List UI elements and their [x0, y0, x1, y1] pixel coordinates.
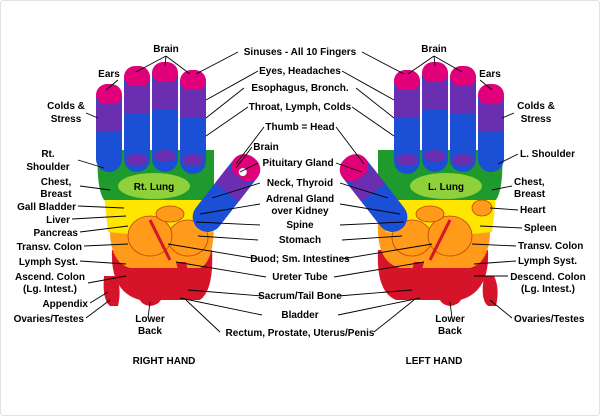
label-adrenal-1: Adrenal Gland: [266, 194, 334, 205]
lh-label-lower-back-2: Back: [438, 326, 462, 337]
rh-label-lower-back-1: Lower: [135, 314, 165, 325]
rh-label-lower-back-2: Back: [138, 326, 162, 337]
lh-label-chest-1: Chest,: [514, 177, 545, 188]
rh-label-colds-2: Stress: [51, 114, 82, 125]
lh-l-lung-label: L. Lung: [428, 182, 464, 193]
rh-intestine: [127, 215, 173, 257]
lh-l-lung: [410, 173, 482, 199]
rh-label-ovaries: Ovaries/Testes: [14, 314, 85, 325]
label-eyes: Eyes, Headaches: [259, 66, 341, 77]
rh-lower-back: [139, 288, 162, 306]
rh-label-shoulder-1: Rt.: [41, 149, 55, 160]
right-hand-labels: Brain Ears Colds & Stress Rt. Shoulder C…: [14, 44, 196, 367]
label-pituitary: Pituitary Gland: [262, 158, 333, 169]
lh-label-heart: Heart: [520, 205, 546, 216]
lh-intestine: [427, 215, 473, 257]
rh-label-chest-1: Chest,: [41, 177, 72, 188]
lh-label-colds-2: Stress: [521, 114, 552, 125]
lh-label-transv-colon: Transv. Colon: [518, 241, 583, 252]
rh-label-ascend-2: (Lg. Intest.): [23, 284, 77, 295]
left-hand-labels: Brain Ears Colds & Stress L. Shoulder Ch…: [406, 44, 586, 367]
rh-ureter: [148, 219, 172, 261]
label-neck: Neck, Thyroid: [267, 178, 333, 189]
right-hand-caption: RIGHT HAND: [133, 356, 196, 367]
rh-label-liver: Liver: [46, 215, 70, 226]
label-esophagus: Esophagus, Bronch.: [251, 83, 348, 94]
rh-appendix: [103, 276, 120, 306]
rh-label-ears: Ears: [98, 69, 120, 80]
label-spine: Spine: [286, 220, 314, 231]
rh-label-appendix: Appendix: [42, 299, 88, 310]
rh-rt-lung-label: Rt. Lung: [134, 182, 175, 193]
lh-label-lower-back-1: Lower: [435, 314, 465, 325]
lh-ureter: [428, 219, 452, 261]
lh-ovaries: [482, 276, 498, 306]
lh-label-chest-2: Breast: [514, 189, 546, 200]
label-brain-center: Brain: [253, 142, 279, 153]
label-rectum: Rectum, Prostate, Uterus/Penis: [226, 328, 375, 339]
rh-label-gall-bladder: Gall Bladder: [17, 202, 76, 213]
lh-label-ovaries: Ovaries/Testes: [514, 314, 585, 325]
rh-label-brain: Brain: [153, 44, 179, 55]
rh-label-pancreas: Pancreas: [34, 228, 79, 239]
label-duod: Duod; Sm. Intestines: [250, 254, 350, 265]
rh-label-chest-2: Breast: [40, 189, 72, 200]
label-thumb: Thumb = Head: [265, 122, 334, 133]
label-throat: Throat, Lymph, Colds: [249, 102, 352, 113]
right-hand: Rt. Lung: [96, 62, 261, 306]
leader-lines: [71, 51, 523, 333]
label-sinuses: Sinuses - All 10 Fingers: [244, 47, 357, 58]
left-hand-caption: LEFT HAND: [406, 356, 463, 367]
lh-label-ears: Ears: [479, 69, 501, 80]
lh-label-descend-2: (Lg. Intest.): [521, 284, 575, 295]
lh-label-shoulder: L. Shoulder: [520, 149, 575, 160]
lh-label-descend-1: Descend. Colon: [510, 272, 586, 283]
label-ureter: Ureter Tube: [272, 272, 328, 283]
rh-rt-lung: [118, 173, 190, 199]
label-stomach: Stomach: [279, 235, 321, 246]
left-hand: L. Lung: [339, 62, 504, 306]
rh-label-lymph: Lymph Syst.: [19, 257, 78, 268]
lh-label-spleen: Spleen: [524, 223, 557, 234]
label-sacrum: Sacrum/Tail Bone: [258, 291, 342, 302]
rh-label-ascend-1: Ascend. Colon: [15, 272, 85, 283]
rh-label-colds-1: Colds &: [47, 101, 85, 112]
rh-adrenal: [155, 205, 185, 223]
label-adrenal-2: over Kidney: [271, 206, 329, 217]
rh-label-shoulder-2: Shoulder: [26, 162, 69, 173]
lh-label-colds-1: Colds &: [517, 101, 555, 112]
lh-label-brain: Brain: [421, 44, 447, 55]
center-labels: Sinuses - All 10 Fingers Eyes, Headaches…: [226, 47, 375, 339]
label-bladder: Bladder: [281, 310, 318, 321]
lh-lower-back: [439, 288, 462, 306]
lh-heart: [471, 199, 493, 217]
lh-label-lymph: Lymph Syst.: [518, 256, 577, 267]
lh-adrenal: [415, 205, 445, 223]
rh-label-transv-colon: Transv. Colon: [17, 242, 82, 253]
